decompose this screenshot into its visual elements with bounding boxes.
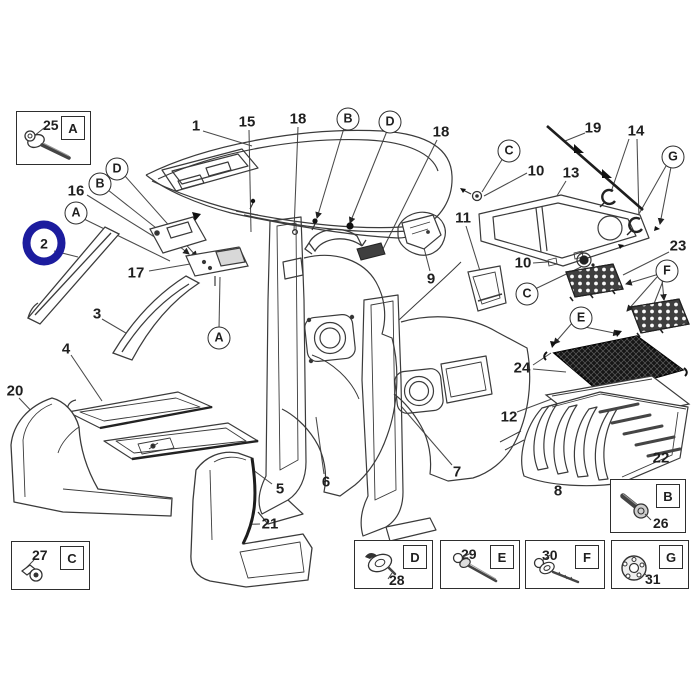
sun-visor-drawing <box>149 216 207 254</box>
legend-part-number: 27 <box>32 547 48 563</box>
legend-box-a[interactable]: 25 A <box>16 111 91 165</box>
callout-F-23[interactable]: F <box>655 259 679 283</box>
callout-16-12[interactable]: 16 <box>67 182 85 200</box>
callout-A-26[interactable]: A <box>207 326 231 350</box>
callout-11-17[interactable]: 11 <box>455 209 471 227</box>
callout-14-7[interactable]: 14 <box>627 122 645 140</box>
callout-A-15[interactable]: A <box>64 201 88 225</box>
callout-18-2[interactable]: 18 <box>289 110 307 128</box>
callout-10-20[interactable]: 10 <box>514 254 532 272</box>
legend-box-b[interactable]: 26 B <box>610 479 686 533</box>
screw-washer-icon <box>533 554 580 584</box>
callout-C-21[interactable]: C <box>515 282 539 306</box>
headliner-fasteners <box>192 198 386 261</box>
legend-box-d[interactable]: 28 D <box>354 540 433 589</box>
callout-24-27[interactable]: 24 <box>513 359 531 377</box>
legend-box-f[interactable]: 30 F <box>525 540 605 589</box>
callout-7-32[interactable]: 7 <box>452 463 462 481</box>
legend-letter-e: E <box>490 545 514 569</box>
floor-panel-drawing <box>521 391 689 487</box>
legend-letter-g: G <box>659 545 683 569</box>
callout-15-1[interactable]: 15 <box>238 113 256 131</box>
callout-17-19[interactable]: 17 <box>127 264 145 282</box>
legend-letter-f: F <box>575 545 599 569</box>
callout-9-18[interactable]: 9 <box>426 270 436 288</box>
quarter-trim-right-drawing <box>360 261 531 542</box>
callout-12-30[interactable]: 12 <box>500 408 518 426</box>
small-trim-11-drawing <box>467 265 507 312</box>
callout-B-3[interactable]: B <box>336 107 360 131</box>
callout-D-4[interactable]: D <box>378 110 402 134</box>
floor-tray-5-drawing <box>103 422 259 461</box>
legend-box-e[interactable]: 29 E <box>440 540 520 589</box>
overhead-console-drawing <box>185 246 249 286</box>
blind-rivet-icon <box>452 552 498 583</box>
small-trim-9-drawing <box>401 214 442 250</box>
grab-handle-drawing <box>304 228 367 255</box>
legend-letter-c: C <box>60 546 84 570</box>
lock-ring-icon <box>621 555 651 581</box>
b-pillar-trim-drawing <box>112 275 201 361</box>
callout-3-25[interactable]: 3 <box>92 305 102 323</box>
legend-box-c[interactable]: 27 C <box>11 541 90 590</box>
selected-part-callout-2-16[interactable]: 2 <box>22 220 66 266</box>
callout-1-0[interactable]: 1 <box>191 117 201 135</box>
sunshade-rod-drawing <box>546 125 644 211</box>
bolt-icon <box>620 493 652 521</box>
callout-D-14[interactable]: D <box>105 157 129 181</box>
clip-grommet-icon <box>21 559 43 582</box>
callout-B-13[interactable]: B <box>88 172 112 196</box>
legend-part-number: 25 <box>43 117 59 133</box>
callout-23-22[interactable]: 23 <box>669 237 687 255</box>
shelf-frame-drawing <box>478 194 650 267</box>
callout-13-11[interactable]: 13 <box>562 164 580 182</box>
callout-8-35[interactable]: 8 <box>553 482 563 500</box>
callout-G-8[interactable]: G <box>661 145 685 169</box>
callout-6-31[interactable]: 6 <box>321 473 331 491</box>
callout-C-9[interactable]: C <box>497 139 521 163</box>
callout-4-28[interactable]: 4 <box>61 340 71 358</box>
mesh-panels-drawing <box>565 263 690 338</box>
callout-10-10[interactable]: 10 <box>527 162 545 180</box>
callout-21-36[interactable]: 21 <box>261 515 279 533</box>
callout-20-29[interactable]: 20 <box>6 382 24 400</box>
hook-clips-drawing <box>599 188 660 249</box>
rivet-pin-icon <box>24 127 71 160</box>
grommet-fasteners-drawing <box>460 188 595 268</box>
a-pillar-trim-drawing <box>26 226 121 325</box>
legend-box-g[interactable]: 31 G <box>611 540 689 589</box>
legend-part-number: 26 <box>653 515 669 531</box>
callout-19-6[interactable]: 19 <box>584 119 602 137</box>
push-pin-icon <box>365 553 397 580</box>
callout-18-5[interactable]: 18 <box>432 123 450 141</box>
legend-letter-b: B <box>656 484 680 508</box>
cowl-trim-21-drawing <box>190 451 313 588</box>
quarter-trim-left-drawing <box>257 216 398 525</box>
callout-E-24[interactable]: E <box>569 306 593 330</box>
callout-22-33[interactable]: 22 <box>652 449 670 467</box>
legend-letter-d: D <box>403 545 427 569</box>
legend-part-number: 31 <box>645 571 661 587</box>
callout-5-34[interactable]: 5 <box>275 480 285 498</box>
legend-part-number: 28 <box>389 572 405 588</box>
legend-letter-a: A <box>61 116 85 140</box>
cowl-trim-20-drawing <box>10 397 173 517</box>
floor-tray-4-drawing <box>66 391 213 430</box>
